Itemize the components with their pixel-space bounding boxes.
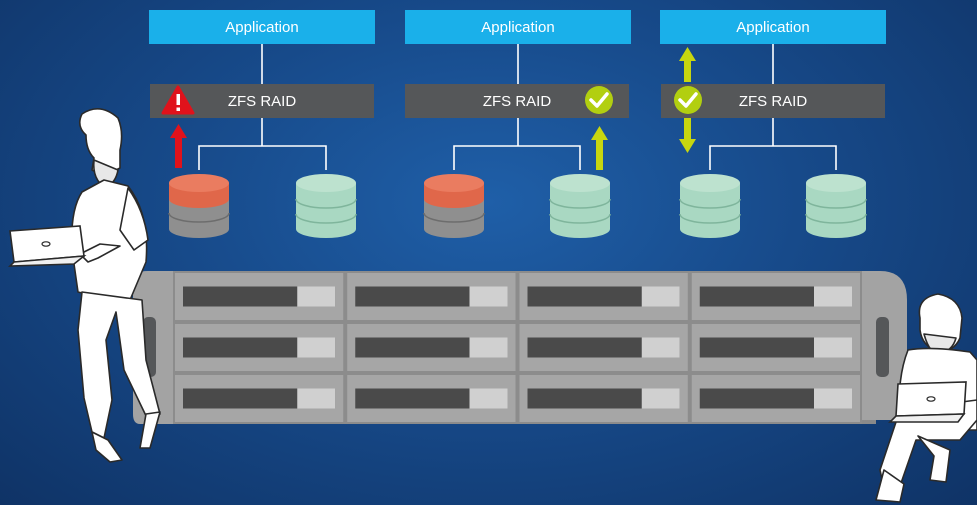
chassis-handle-right (876, 317, 889, 377)
drive-bay (691, 273, 860, 320)
drive-bay (519, 273, 688, 320)
drive-bay (175, 324, 344, 371)
application-label: Application (225, 18, 299, 36)
connector-lines (198, 44, 837, 170)
drive-bay (347, 375, 516, 422)
application-label: Application (736, 18, 810, 36)
drive-bay (691, 324, 860, 371)
arrow-up-red (170, 124, 187, 168)
application-box-2: Application (405, 10, 631, 44)
drive-bay (347, 324, 516, 371)
person-left-illustration (70, 108, 161, 463)
disk-healthy (805, 174, 867, 238)
drive-bays (175, 273, 860, 422)
arrow-up-green (591, 126, 608, 170)
laptop-icon (888, 381, 967, 423)
laptop-icon (8, 225, 87, 267)
drive-bay (175, 375, 344, 422)
drive-bay (347, 273, 516, 320)
arrow-bidirectional-green (679, 47, 696, 153)
disk-healthy (549, 174, 611, 238)
disk-failed (423, 174, 485, 238)
application-box-1: Application (149, 10, 375, 44)
check-icon (674, 86, 702, 114)
zfs-raid-label: ZFS RAID (738, 92, 808, 110)
warning-icon (161, 85, 195, 115)
drive-bay (519, 324, 688, 371)
disk-healthy (679, 174, 741, 238)
disk-failed (168, 174, 230, 238)
drive-bay (519, 375, 688, 422)
drive-bay (175, 273, 344, 320)
check-icon (585, 86, 613, 114)
disk-healthy (295, 174, 357, 238)
zfs-raid-label: ZFS RAID (482, 92, 552, 110)
drive-bay (691, 375, 860, 422)
zfs-raid-label: ZFS RAID (227, 92, 297, 110)
application-label: Application (481, 18, 555, 36)
application-box-3: Application (660, 10, 886, 44)
